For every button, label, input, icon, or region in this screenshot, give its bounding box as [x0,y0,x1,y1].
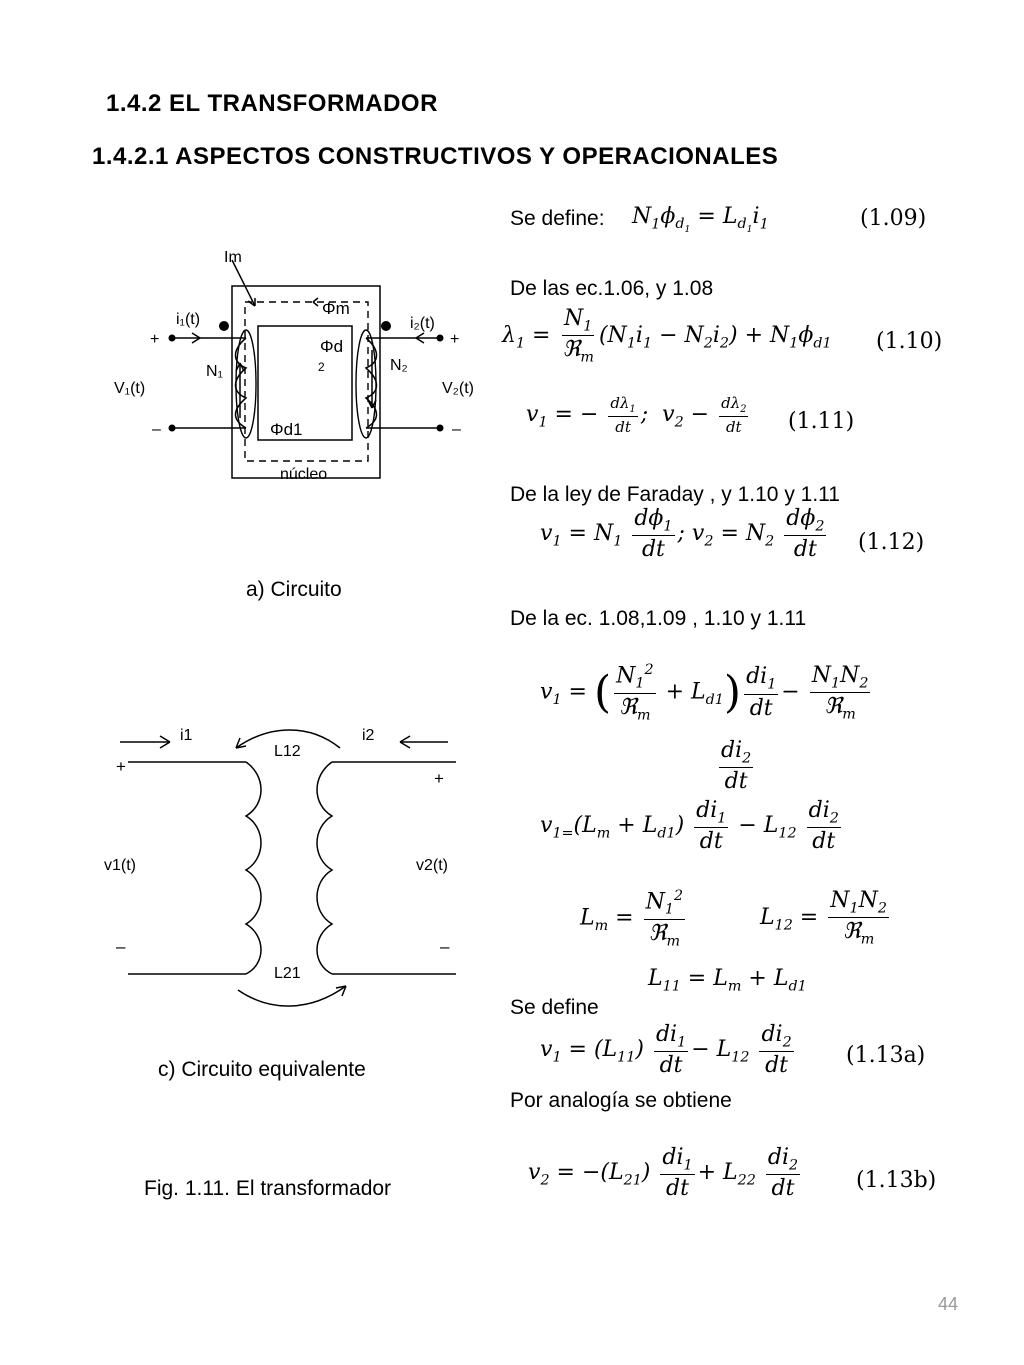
im-label: Im [224,249,242,266]
subsection-title: 1.4.2.1 ASPECTOS CONSTRUCTIVOS Y OPERACI… [92,143,779,170]
flux-path [244,301,369,462]
coupling-arc-l21 [237,985,347,1007]
v2-plus: + [434,769,444,788]
core-outer [231,285,381,479]
de-las-text: De las ec.1.06, y 1.08 [510,277,714,300]
i2-label: i₂(t) [410,315,435,332]
se-define-text-2: Se define [510,996,599,1019]
section-title: 1.4.2 EL TRANSFORMADOR [106,90,438,117]
equivalent-circuit-diagram: i1 i2 L12 L21 + + – – v1(t) v2(t) [104,727,456,1007]
figure-a-caption: a) Circuito [246,578,342,601]
n2-label: N₂ [390,357,408,374]
coupling-arc-l12 [235,729,341,749]
core-window [257,325,353,441]
polarity-dot-primary [219,321,229,331]
i1-label: i1 [180,727,193,744]
nucleo-label: núcleo [280,466,327,483]
eq-number-1-11: (1.11) [788,409,855,434]
v1-minus: – [152,421,161,438]
por-analogia-text: Por analogía se obtiene [510,1089,732,1112]
phi-d2-subscript: 2 [318,360,325,374]
v2-minus: – [452,421,461,438]
leakage-flux-secondary [355,329,377,439]
primary-inductor [244,761,262,975]
v2-label: v2(t) [416,857,448,874]
leakage-flux-primary [235,329,257,439]
se-define-text: Se define: [510,207,605,230]
secondary-inductor [316,761,334,975]
l21-label: L21 [274,965,301,982]
eq-number-1-13b: (1.13b) [856,1168,937,1193]
page-number: 44 [938,1294,959,1314]
equation-1-09: N1ϕd1 = Ld1i1 [632,204,769,236]
eq-number-1-10: (1.10) [876,329,943,354]
l12-label: L12 [274,743,301,760]
v2-label: V₂(t) [442,380,474,397]
eq-number-1-13a: (1.13a) [846,1043,926,1068]
v2-plus: + [450,331,459,348]
de-la-ley-text: De la ley de Faraday , y 1.10 y 1.11 [510,483,840,506]
de-la-ec-text: De la ec. 1.08,1.09 , 1.10 y 1.11 [510,607,807,630]
phi-d2-label: Φd [320,337,343,356]
figure-c-caption: c) Circuito equivalente [158,1058,366,1081]
v1-label: V₁(t) [114,380,145,397]
polarity-dot-secondary [381,321,391,331]
transformer-circuit-diagram: Im i₁(t) i₂(t) + + – – V₁(t) V₂(t) N₁ N₂… [114,249,474,483]
figure-caption: Fig. 1.11. El transformador [144,1177,392,1200]
v1-label: v1(t) [104,857,136,874]
v1-plus: + [116,757,126,776]
eq-number-1-12: (1.12) [858,530,925,555]
eq-number-1-09: (1.09) [860,206,927,231]
n1-label: N₁ [206,363,223,380]
v2-minus: – [440,937,450,956]
equation-l11-definition: L11 = Lm + Ld1 [648,966,807,995]
v1-minus: – [116,937,126,956]
v1-plus: + [150,331,159,348]
phi-m-label: Φm [322,299,350,318]
phi-d1-label: Φd1 [270,420,302,439]
i1-label: i₁(t) [176,311,200,328]
im-arrow [231,259,256,307]
i2-label: i2 [362,727,375,744]
